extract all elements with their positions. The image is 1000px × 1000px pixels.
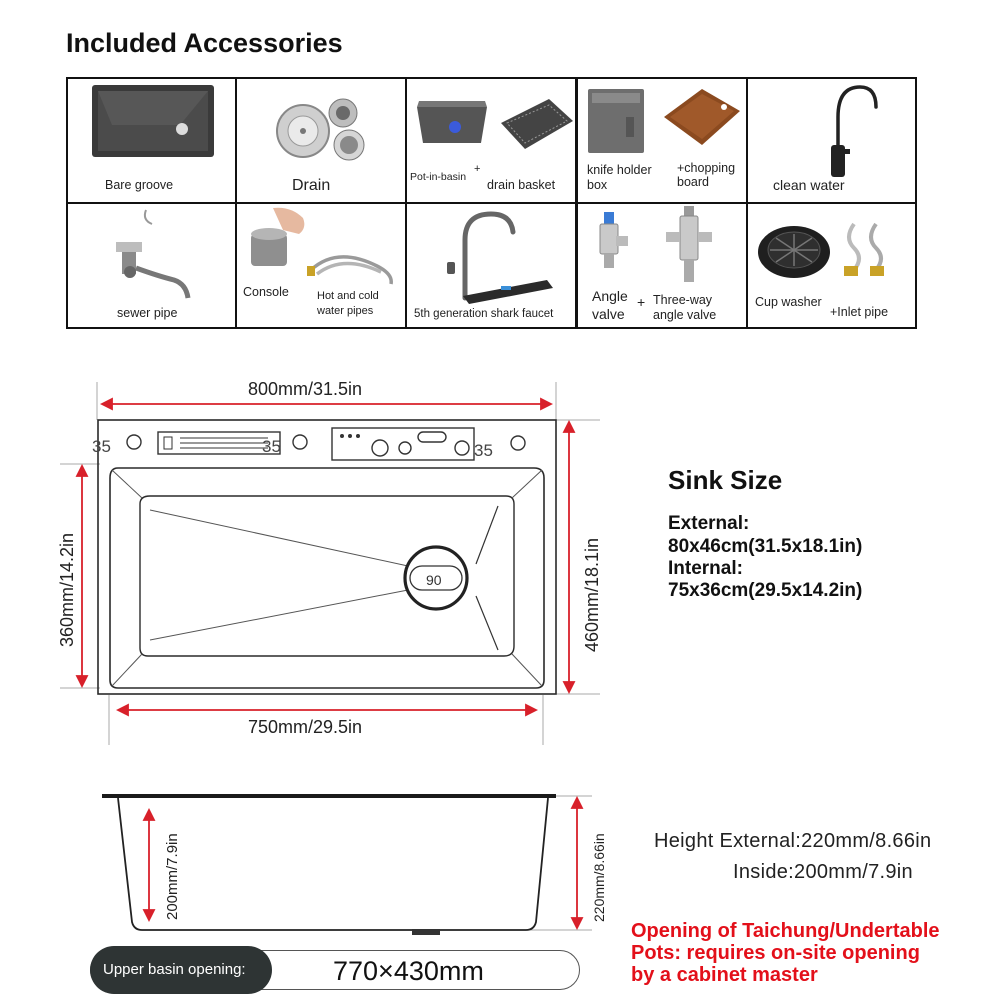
pot-in-basin-icon bbox=[417, 101, 487, 143]
three-way-label-1: Three-way bbox=[653, 293, 713, 307]
chopping-board-icon bbox=[664, 89, 740, 145]
console-knob-icon bbox=[251, 207, 305, 266]
dim-width-internal: 750mm/29.5in bbox=[248, 717, 362, 737]
pot-in-basin-label: Pot-in-basin bbox=[410, 171, 467, 183]
height-external-text: Height External:220mm/8.66in bbox=[654, 830, 932, 852]
opening-note-line-2: Pots: requires on-site opening bbox=[631, 942, 920, 964]
opening-note-line-1: Opening of Taichung/Undertable bbox=[631, 920, 940, 942]
accessory-pot-basket: Pot-in-basin + drain basket bbox=[405, 77, 577, 204]
knife-holder-icon bbox=[588, 89, 644, 153]
opening-label: Upper basin opening: bbox=[103, 961, 246, 978]
internal-size-label: Internal: bbox=[668, 558, 743, 579]
bare-groove-label: Bare groove bbox=[105, 178, 174, 192]
knife-holder-label-1: knife holder bbox=[587, 163, 652, 177]
shark-faucet-label: 5th generation shark faucet bbox=[414, 308, 554, 320]
external-size-label: External: bbox=[668, 513, 750, 534]
accessory-cup-washer: Cup washer +Inlet pipe bbox=[746, 202, 917, 329]
dim-height-internal: 360mm/14.2in bbox=[57, 533, 77, 647]
angle-valve-icon bbox=[599, 212, 628, 268]
knife-holder-label-2: box bbox=[587, 178, 608, 192]
chopping-board-label-1: +chopping bbox=[677, 161, 736, 175]
clean-water-label: clean water bbox=[773, 177, 845, 193]
accessory-console-pipes: Console Hot and cold water pipes bbox=[235, 202, 407, 329]
spacing-label-right: 35 bbox=[474, 441, 493, 460]
cup-washer-icon bbox=[758, 226, 830, 278]
cup-washer-label: Cup washer bbox=[755, 295, 822, 309]
three-way-valve-icon bbox=[666, 206, 712, 282]
dim-height-external: 460mm/18.1in bbox=[582, 538, 602, 652]
dim-inside-depth: 200mm/7.9in bbox=[164, 833, 181, 920]
accessory-drain: Drain bbox=[235, 77, 407, 204]
chopping-board-label-2: board bbox=[677, 175, 709, 189]
height-inside-text: Inside:200mm/7.9in bbox=[733, 861, 913, 883]
sink-basin-icon bbox=[92, 85, 214, 157]
console-label: Console bbox=[243, 285, 289, 299]
spacing-label-left: 35 bbox=[92, 437, 111, 456]
accessory-knife-board: knife holder box +chopping board bbox=[576, 77, 748, 204]
external-size-value: 80x46cm(31.5x18.1in) bbox=[668, 536, 863, 557]
drain-basket-icon bbox=[501, 99, 573, 149]
sewer-pipe-icon bbox=[116, 209, 191, 299]
page-title: Included Accessories bbox=[66, 28, 343, 58]
plus-sign: + bbox=[637, 294, 646, 310]
water-pipes-icon bbox=[307, 255, 393, 285]
drain-diameter-label: 90 bbox=[426, 572, 442, 588]
opening-label-pill bbox=[90, 946, 272, 994]
three-way-label-2: angle valve bbox=[653, 308, 717, 322]
angle-valve-label-1: Angle bbox=[592, 288, 628, 304]
angle-valve-label-2: valve bbox=[592, 306, 625, 322]
dim-external-depth: 220mm/8.66in bbox=[591, 833, 607, 922]
internal-size-value: 75x36cm(29.5x14.2in) bbox=[668, 580, 863, 601]
sink-size-title: Sink Size bbox=[668, 465, 783, 495]
hot-cold-label-1: Hot and cold bbox=[317, 290, 379, 302]
opening-note-line-3: by a cabinet master bbox=[631, 964, 818, 986]
accessory-shark-faucet: 5th generation shark faucet bbox=[405, 202, 577, 329]
clean-water-faucet-icon bbox=[831, 85, 878, 177]
plus-sign: + bbox=[474, 163, 481, 175]
spacing-label-center: 35 bbox=[262, 437, 281, 456]
sewer-pipe-label: sewer pipe bbox=[117, 306, 178, 320]
hot-cold-label-2: water pipes bbox=[317, 305, 374, 317]
accessory-bare-groove: Bare groove bbox=[66, 77, 237, 204]
accessory-clean-water: clean water bbox=[746, 77, 917, 204]
accessory-valves: Angle valve + Three-way angle valve bbox=[576, 202, 748, 329]
drain-strainer-icon bbox=[276, 98, 365, 161]
drain-label: Drain bbox=[292, 177, 331, 194]
opening-value: 770×430mm bbox=[333, 956, 484, 986]
inlet-pipe-label: +Inlet pipe bbox=[830, 305, 889, 319]
dim-width-external: 800mm/31.5in bbox=[248, 379, 362, 399]
drain-basket-label: drain basket bbox=[487, 178, 556, 192]
inlet-pipe-icon bbox=[844, 222, 884, 276]
shark-faucet-icon bbox=[447, 211, 553, 304]
